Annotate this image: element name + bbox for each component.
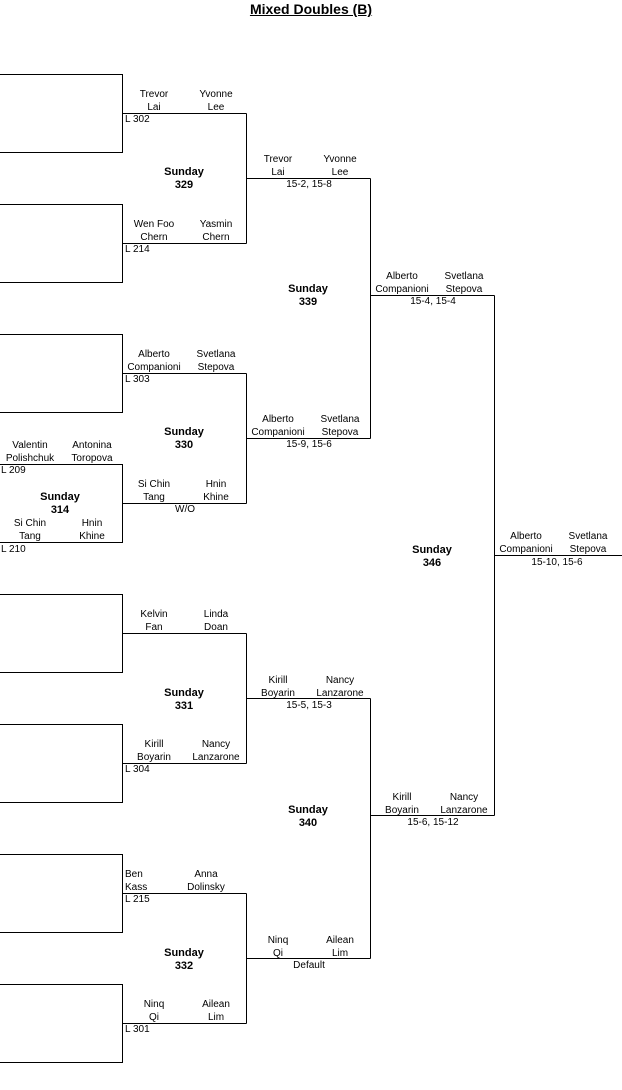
source-ref: L 210 (1, 544, 26, 555)
slot-box (0, 334, 123, 413)
slot-box (0, 204, 123, 283)
source-ref: L 303 (125, 374, 150, 385)
slot-box (0, 594, 123, 673)
match-score: 15-6, 15-12 (407, 817, 459, 828)
page-title: Mixed Doubles (B) (249, 1, 373, 17)
source-ref: L 301 (125, 1024, 150, 1035)
match-score: W/O (175, 504, 195, 515)
source-ref: L 215 (125, 894, 150, 905)
match-score: 15-9, 15-6 (286, 439, 332, 450)
source-ref: L 209 (1, 465, 26, 476)
match-score: Default (293, 960, 325, 971)
slot-box (0, 854, 123, 933)
slot-box (0, 724, 123, 803)
slot-box (0, 984, 123, 1063)
match-score: 15-5, 15-3 (286, 700, 332, 711)
source-ref: L 302 (125, 114, 150, 125)
match-score: 15-10, 15-6 (531, 557, 583, 568)
match-score: 15-2, 15-8 (286, 179, 332, 190)
source-ref: L 214 (125, 244, 150, 255)
slot-box (0, 74, 123, 153)
match-score: 15-4, 15-4 (410, 296, 456, 307)
source-ref: L 304 (125, 764, 150, 775)
